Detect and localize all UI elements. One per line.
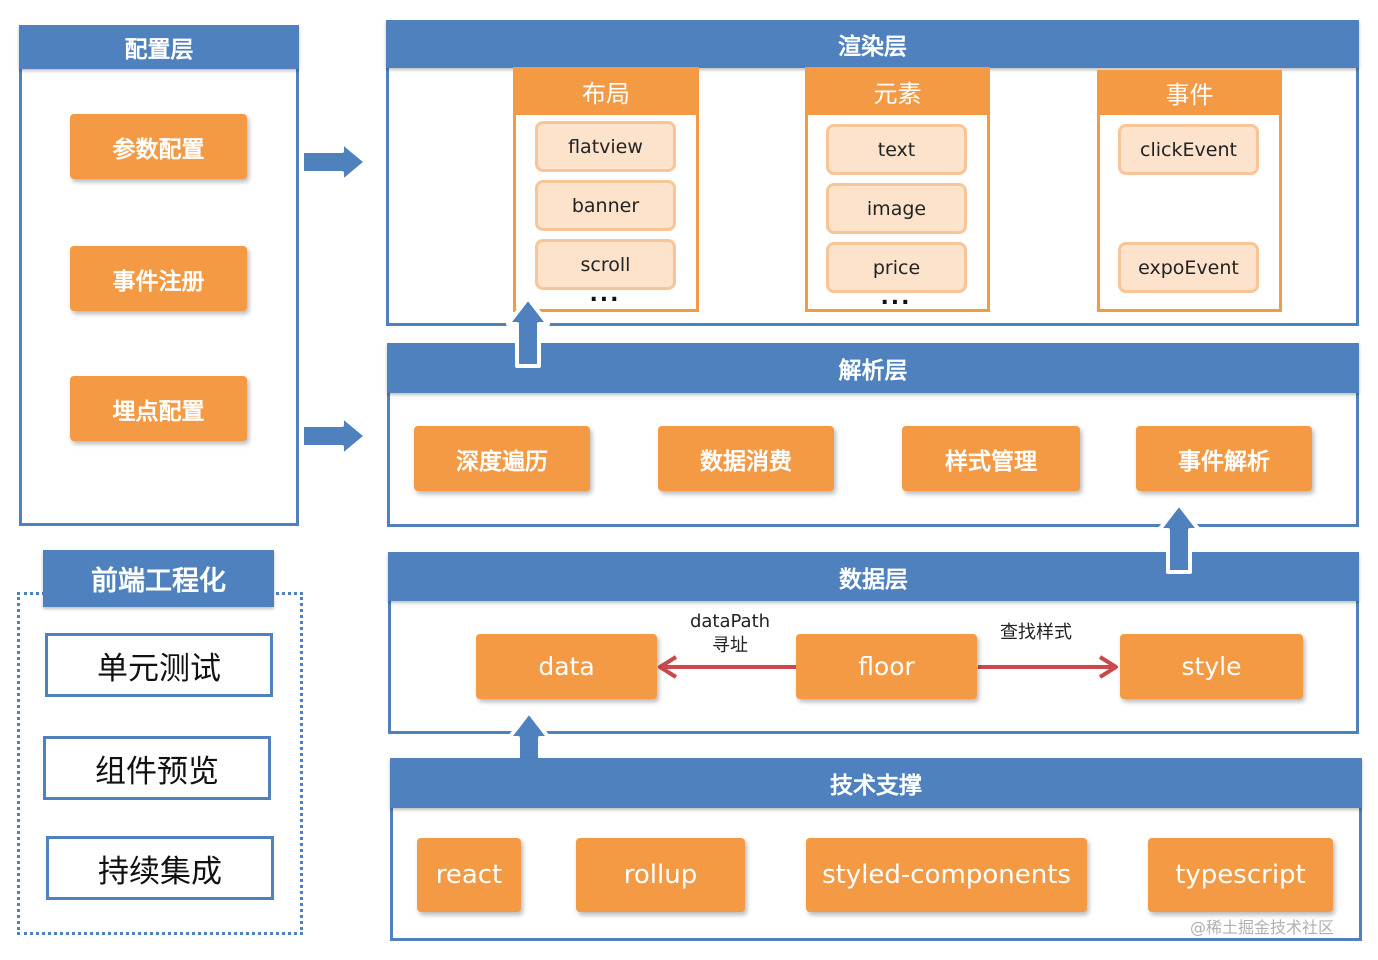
ci-box: 持续集成 [46, 836, 274, 900]
component-preview-box: 组件预览 [43, 736, 271, 800]
data-node: data [476, 634, 657, 699]
event-parse-box: 事件解析 [1136, 426, 1312, 491]
arrow-up-icon [1157, 502, 1201, 574]
react-box: react [417, 838, 521, 912]
event-register-box: 事件注册 [70, 246, 247, 311]
more-ellipsis: ... [880, 285, 912, 310]
price-pill: price [826, 242, 967, 293]
scroll-pill: scroll [535, 239, 676, 290]
image-pill: image [826, 183, 967, 234]
event-column-title: 事件 [1097, 70, 1282, 115]
red-arrow-left-icon [658, 655, 798, 679]
text-pill: text [826, 124, 967, 175]
param-config-box: 参数配置 [70, 114, 247, 179]
frontend-eng-title: 前端工程化 [43, 550, 274, 607]
find-style-label: 查找样式 [1000, 622, 1072, 643]
deep-traversal-box: 深度遍历 [414, 426, 590, 491]
style-node: style [1120, 634, 1303, 699]
data-consume-box: 数据消费 [658, 426, 834, 491]
arrow-right-icon [300, 140, 368, 184]
unit-test-box: 单元测试 [45, 633, 273, 697]
config-layer-panel: 配置层 [19, 25, 299, 526]
config-layer-title: 配置层 [19, 25, 299, 69]
click-event-pill: clickEvent [1118, 124, 1259, 175]
render-layer-title: 渲染层 [386, 20, 1359, 68]
typescript-box: typescript [1148, 838, 1333, 912]
element-column-title: 元素 [805, 67, 990, 115]
data-layer-title: 数据层 [388, 552, 1359, 601]
red-arrow-right-icon [978, 655, 1118, 679]
arrow-up-icon [506, 296, 550, 368]
parse-layer-title: 解析层 [387, 343, 1359, 393]
addressing-label: 寻址 [712, 635, 748, 656]
style-manage-box: 样式管理 [902, 426, 1080, 491]
floor-node: floor [796, 634, 977, 699]
tech-layer-title: 技术支撑 [390, 758, 1362, 808]
tracking-config-box: 埋点配置 [70, 376, 247, 441]
arrow-right-icon [300, 414, 368, 458]
banner-pill: banner [535, 180, 676, 231]
flatview-pill: flatview [535, 121, 676, 172]
more-ellipsis: ... [589, 282, 621, 307]
datapath-label: dataPath [689, 611, 771, 632]
styled-components-box: styled-components [806, 838, 1087, 912]
expo-event-pill: expoEvent [1118, 242, 1259, 293]
layout-column-title: 布局 [513, 67, 699, 115]
watermark: @稀土掘金技术社区 [1190, 918, 1335, 937]
rollup-box: rollup [576, 838, 745, 912]
